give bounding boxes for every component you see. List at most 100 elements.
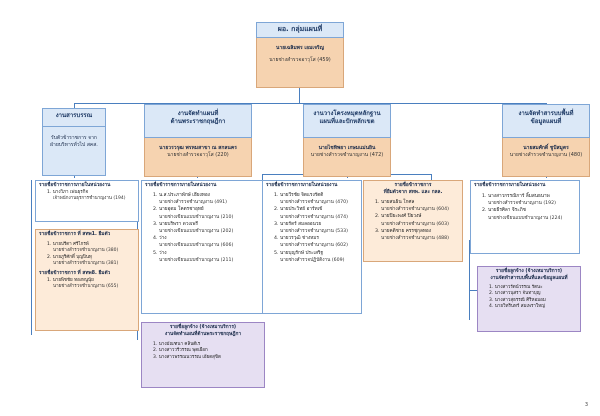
staff-name: 3. นางสาวพรรณนวรรณ เอียดสุขิต xyxy=(153,354,221,360)
connector-root-down xyxy=(299,78,300,103)
staff-position: นายช่างเขียนแบบชำนาญงาน (224) xyxy=(488,215,563,221)
connector-side-left xyxy=(31,180,32,335)
connector-unit-1 xyxy=(74,103,75,108)
root-name: นายเฉลิมพร เอมเจริญ xyxy=(276,45,324,51)
staff-name: 1. นางมัณฑนา คลินตีเร xyxy=(153,342,201,347)
root-head: นายเฉลิมพร เอมเจริญ นายช่างสำรวจอาวุโส (… xyxy=(256,38,344,88)
staff-position: นายช่างสำรวจชำนาญงาน (380) xyxy=(53,248,119,254)
staff-position: นายช่างสำรวจชำนาญงาน (491) xyxy=(159,200,227,206)
staff-position: นายช่างเขียนแบบชำนาญงาน (210) xyxy=(159,214,234,220)
unit-survey-control-head: นายไชทิพยา เกษมแม่นยิน นายช่างสำรวจชำนาญ… xyxy=(303,138,391,177)
staff-position: นายช่างสำรวจชำนาญงาน (488) xyxy=(381,236,449,242)
staff-name: 1. นางวิภา เพ่นธุรกิจ xyxy=(47,190,89,195)
staff-name: 2. นายปิยะพงศ์ ปิยวงษ์ xyxy=(375,214,422,220)
connector-horizontal xyxy=(74,103,547,104)
staff-name: 2. นายประวิทย์ อาร์ทเข้ xyxy=(274,207,323,213)
staff-list-royal-decree: รายชื่อข้าราชการภายในหน่วยงาน 1. น.ส.ประ… xyxy=(141,180,265,314)
staff-position: เจ้าพนักงานธุรการชำนาญงาน (194) xyxy=(53,196,126,202)
staff-position: นายช่างสำรวจชำนาญงาน (474) xyxy=(280,214,348,220)
staff-name: 2. นายภูริศักดิ์ บุญปินทุ xyxy=(47,254,92,260)
unit-area-registry-head: นายสมศักดิ์ ชูปัสมูตร นายช่างสำรวจชำนาญง… xyxy=(502,138,590,177)
connector-side-b8 xyxy=(469,240,470,320)
block-subtitle: งานจัดทำแผนที่ด้านพระราชกฤษฎีกา xyxy=(164,332,242,337)
block-title: รายชื่อข้าราชการ ที่ สทพ8. ยืมตัว xyxy=(39,271,111,277)
block-title: รายชื่อข้าราชการภายในหน่วยงาน xyxy=(474,183,546,188)
block-title: รายชื่อข้าราชการภายในหน่วยงาน xyxy=(145,183,217,188)
staff-position: นายช่างสำรวจชำนาญงาน (533) xyxy=(280,229,348,235)
unit-saraban-title: งานสารบรรณ xyxy=(42,108,106,127)
staff-name: 2. นางสาววรีวรรณ พุดเผือก xyxy=(153,348,208,354)
staff-name: 1. นางสาวรัตน์วรรณ รัตนะ xyxy=(489,285,543,290)
staff-name: 2. นายอุดม โคตรชาอุทย์ xyxy=(153,207,204,213)
staff-list-survey-control: รายชื่อข้าราชการภายในหน่วยงาน 1. นายวีรช… xyxy=(262,180,362,314)
unit-title-line: งานจัดทำสารบบพื้นที่ xyxy=(518,110,574,117)
unit-survey-control-title: งานวางโครงหมุดหลักฐาน แผนที่และปักหลักเข… xyxy=(303,104,391,138)
page-number: 3 xyxy=(584,402,588,408)
staff-position: นายช่างสำรวจชำนาญงาน (604) xyxy=(381,207,449,213)
staff-name: 1. นายพิชชัย ทองหนูนุ้ย xyxy=(47,278,94,284)
staff-name: 1. นายปรีดา ศรีไกรพ์ xyxy=(47,242,89,247)
unit-royal-decree-head: นายวรวรุฒ พรหมสาขา ณ สกลนคร นายช่างสำรวจ… xyxy=(144,138,252,177)
unit-saraban-desc-line: ฝ่ายบริหารทั่วไป สคส. xyxy=(50,142,98,148)
unit-head-position: นายช่างสำรวจอาวุโส (220) xyxy=(167,152,229,158)
staff-name: 2. นายธีรศิลา จีระภิช xyxy=(482,208,526,214)
unit-saraban-title-line: งานสารบรรณ xyxy=(55,112,93,119)
staff-name: 1. นายสนธิน โกศล xyxy=(375,200,415,205)
staff-name: 4. นายวิทรินทร์ สมเพราใหญ่ xyxy=(489,303,545,309)
staff-name: 1. นางสาวกรรณิการ์ ลิ้มสนธนาพ xyxy=(482,194,550,199)
root-node: ผอ. กลุ่มแผนที่ นายเฉลิมพร เอมเจริญ นายช… xyxy=(256,22,344,88)
block-title: รายชื่อข้าราชการภายในหน่วยงาน xyxy=(266,183,338,188)
staff-name: 3. นายบริพรา ดวงเพรี xyxy=(153,221,198,227)
block-title: รายชื่อลูกจ้าง (จ้างเหมาบริการ) xyxy=(169,325,237,330)
staff-position: นายช่างสำรวจชำนาญงาน (655) xyxy=(53,284,119,290)
block-subtitle: ที่ยืมตัวจาก สทพ. และ กลล. xyxy=(383,190,443,195)
unit-head-name: นายสมศักดิ์ ชูปัสมูตร xyxy=(523,145,569,151)
staff-list-borrowed-saraban: รายชื่อข้าราชการ ที่ สทพ1. ยืมตัว 1. นาย… xyxy=(35,229,139,331)
block-title: รายชื่อข้าราชการภายในหน่วยงาน xyxy=(39,183,111,188)
root-title: ผอ. กลุ่มแผนที่ xyxy=(256,22,344,38)
unit-head-name: นายวรวรุฒ พรหมสาขา ณ สกลนคร xyxy=(159,145,237,151)
unit-head-position: นายช่างสำรวจชำนาญงาน (480) xyxy=(509,152,583,158)
unit-title-line: งานจัดทำแผนที่ xyxy=(177,110,219,117)
staff-name: 4. ว่าง xyxy=(153,236,167,242)
unit-saraban-desc-line: รับตัวข้าราชการ จาก xyxy=(51,135,97,141)
unit-title-line: ด้านพระราชกฤษฎีกา xyxy=(170,118,226,125)
staff-name: 2. นางสาวนุสรา จันทาบุญ xyxy=(489,291,541,297)
unit-saraban-desc: รับตัวข้าราชการ จาก ฝ่ายบริหารทั่วไป สคส… xyxy=(42,127,106,176)
staff-position: นายช่างสำรวจปฏิบัติงาน (609) xyxy=(280,257,345,263)
staff-position: นายช่างเขียนแบบชำนาญงาน (606) xyxy=(159,243,234,249)
staff-position: นายช่างสำรวจชำนาญงาน (603) xyxy=(381,221,449,227)
connector-side-b8-h xyxy=(469,290,477,291)
staff-name: 4. นายวรวุฒิ ช่างหมร xyxy=(274,236,319,242)
block-title: รายชื่อลูกจ้าง (จ้างเหมาบริการ) xyxy=(495,269,563,274)
staff-position: นายช่างเขียนแบบชำนาญงาน (202) xyxy=(159,229,234,235)
unit-royal-decree-title: งานจัดทำแผนที่ ด้านพระราชกฤษฎีกา xyxy=(144,104,252,138)
staff-name: 3. นายรัดร์ สมลออนวย xyxy=(274,221,322,227)
unit-survey-control: งานวางโครงหมุดหลักฐาน แผนที่และปักหลักเข… xyxy=(303,104,391,177)
unit-head-position: นายช่างสำรวจชำนาญงาน (472) xyxy=(310,152,384,158)
staff-position: นายช่างสำรวจชำนาญงาน (470) xyxy=(280,200,348,206)
block-subtitle: งานจัดทำสารบบพื้นที่และข้อมูลแผนที่ xyxy=(490,276,568,281)
block-title: รายชื่อข้าราชการ xyxy=(394,183,432,188)
staff-list-area-registry: รายชื่อข้าราชการภายในหน่วยงาน 1. นางสาวก… xyxy=(470,180,580,254)
unit-area-registry: งานจัดทำสารบบพื้นที่ ข้อมูลแผนที่ นายสมศ… xyxy=(502,104,590,177)
unit-title-line: แผนที่และปักหลักเขต xyxy=(319,118,375,125)
unit-title-line: งานวางโครงหมุดหลักฐาน xyxy=(313,110,381,117)
root-position: นายช่างสำรวจอาวุโส (459) xyxy=(269,57,331,63)
contract-staff-royal-decree: รายชื่อลูกจ้าง (จ้างเหมาบริการ) งานจัดทำ… xyxy=(141,322,265,388)
contract-staff-area-registry: รายชื่อลูกจ้าง (จ้างเหมาบริการ) งานจัดทำ… xyxy=(477,266,581,332)
staff-name: 1. น.ส.ประภาพักษ์ เฮียงทอง xyxy=(153,193,210,198)
staff-position: นายช่างเขียนแบบชำนาญงาน (211) xyxy=(159,257,234,263)
staff-name: 5. ว่าง xyxy=(153,250,167,256)
connector-bracket-3-right xyxy=(431,174,432,180)
unit-head-name: นายไชทิพยา เกษมแม่นยิน xyxy=(318,145,376,151)
staff-name: 1. นายวีรชัย จิตแรงรัตติ xyxy=(274,193,324,198)
staff-list-saraban: รายชื่อข้าราชการภายในหน่วยงาน 1. นางวิภา… xyxy=(35,180,139,222)
unit-saraban: งานสารบรรณ รับตัวข้าราชการ จาก ฝ่ายบริหา… xyxy=(42,108,106,176)
staff-name: 5. นายบุญรักษ์ ประเสริฐ xyxy=(274,250,324,256)
unit-royal-decree-map: งานจัดทำแผนที่ ด้านพระราชกฤษฎีกา นายวรวร… xyxy=(144,104,252,177)
connector-bracket-3-left xyxy=(262,174,263,180)
staff-position: นายช่างสำรวจชำนาญงาน (192) xyxy=(488,201,556,207)
staff-position: นายช่างสำรวจชำนาญงาน (602) xyxy=(280,243,348,249)
staff-name: 3. นายคติชาย ครรชุกุลทอง xyxy=(375,228,432,234)
